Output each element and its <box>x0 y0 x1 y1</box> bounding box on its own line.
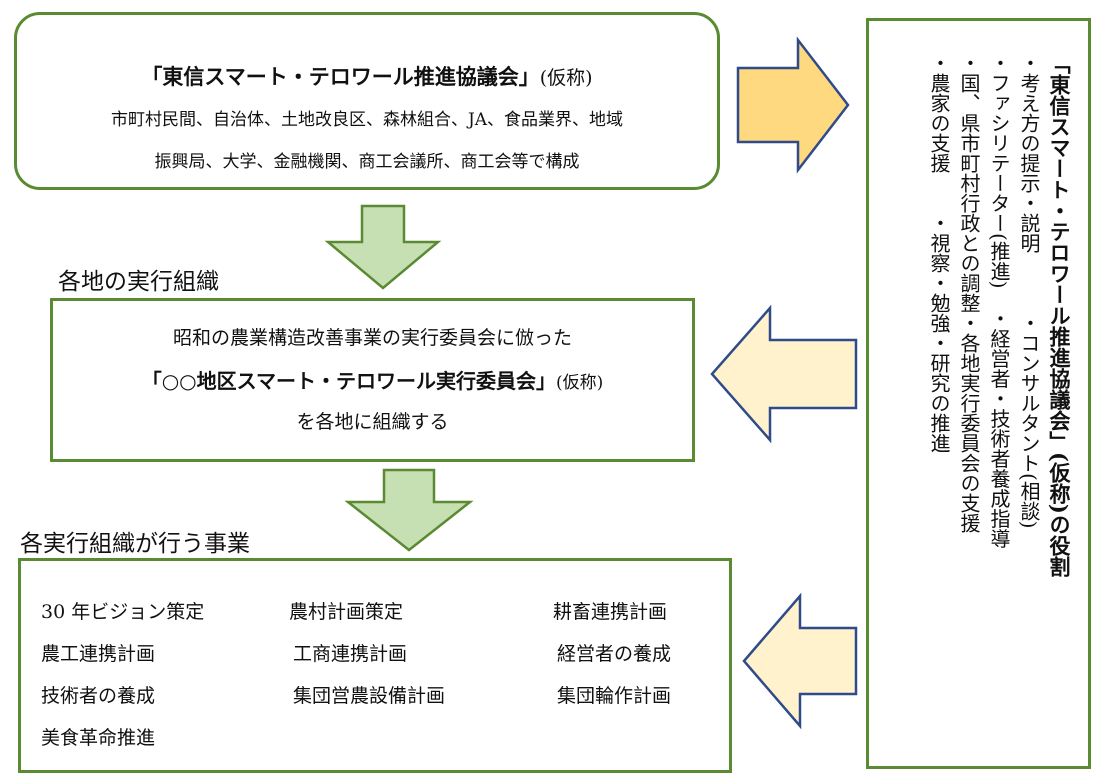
council-role-line: ・国、県市町村行政との調整・各地実行委員会の支援 <box>957 53 981 533</box>
project-item: 経営者の養成 <box>557 643 672 665</box>
council-role-line: ・考え方の提示・説明 ・コンサルタント(相談) <box>1017 53 1041 529</box>
council-title-suffix: (仮称) <box>539 67 593 89</box>
heading-local-organizations: 各地の実行組織 <box>58 269 219 295</box>
committee-name: 「○○地区スマート・テロワール実行委員会」 <box>141 369 557 393</box>
arrow-down-icon-2 <box>344 468 474 552</box>
project-item: 集団営農設備計画 <box>293 685 446 707</box>
council-role-line: ・ファシリテーター(推進) ・経営者・技術者養成指導 <box>987 53 1011 549</box>
project-item: 工商連携計画 <box>293 643 408 665</box>
council-title-main: 「東信スマート・テロワール推進協議会」 <box>141 64 540 89</box>
project-item: 耕畜連携計画 <box>553 601 668 623</box>
committee-name-suffix: (仮称) <box>556 373 604 393</box>
heading-projects: 各実行組織が行う事業 <box>20 531 250 557</box>
council-title: 「東信スマート・テロワール推進協議会」(仮称) <box>17 61 717 91</box>
project-item: 技術者の養成 <box>41 685 156 707</box>
council-members-line2: 振興局、大学、金融機関、商工会議所、商工会等で構成 <box>154 152 580 172</box>
project-item: 集団輪作計画 <box>557 685 672 707</box>
project-item: 30 年ビジョン策定 <box>41 601 205 623</box>
arrow-left-icon-2 <box>742 592 858 730</box>
committee-line2: 「○○地区スマート・テロワール実行委員会」(仮称) <box>53 365 692 394</box>
council-roles-title: 「東信スマート・テロワール推進協議会」(仮称)の役割 <box>1047 53 1072 577</box>
council-roles-box: 「東信スマート・テロワール推進協議会」(仮称)の役割 ・考え方の提示・説明 ・コ… <box>866 18 1091 769</box>
arrow-left-icon <box>710 304 858 444</box>
council-roles-text: 「東信スマート・テロワール推進協議会」(仮称)の役割 ・考え方の提示・説明 ・コ… <box>924 53 1074 765</box>
project-item: 美食革命推進 <box>41 727 156 749</box>
committee-line3: を各地に組織する <box>296 411 449 433</box>
committee-line1: 昭和の農業構造改善事業の実行委員会に倣った <box>172 327 572 349</box>
council-members-line1: 市町村民間、自治体、土地改良区、森林組合、JA、食品業界、地域 <box>110 110 624 130</box>
arrow-down-icon <box>324 204 442 290</box>
projects-box: 30 年ビジョン策定 農村計画策定 耕畜連携計画 農工連携計画 工商連携計画 経… <box>18 558 732 773</box>
project-item: 農工連携計画 <box>41 643 156 665</box>
project-item: 農村計画策定 <box>289 601 404 623</box>
council-role-line: ・農家の支援 ・視察・勉強・研究の推進 <box>927 53 951 453</box>
council-box: 「東信スマート・テロワール推進協議会」(仮称) 市町村民間、自治体、土地改良区、… <box>14 12 720 190</box>
arrow-right-icon <box>736 36 850 174</box>
local-committee-box: 昭和の農業構造改善事業の実行委員会に倣った 「○○地区スマート・テロワール実行委… <box>50 298 695 462</box>
